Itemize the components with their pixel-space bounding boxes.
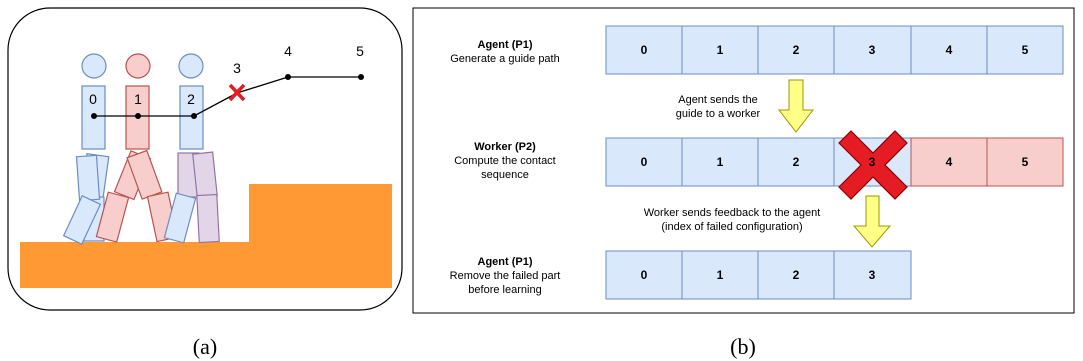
down-arrow-2 — [852, 195, 892, 248]
arrow1-text-line1: Agent sends the — [678, 94, 758, 106]
row2-title: Worker (P2) — [474, 141, 536, 153]
config-label-3: 3 — [233, 60, 241, 76]
row1-cell-label: 1 — [717, 43, 724, 57]
row3-cell-label: 1 — [717, 268, 724, 282]
row1-subtitle: Generate a guide path — [450, 53, 559, 65]
row2-cell-label: 1 — [717, 155, 724, 169]
robot-shin — [196, 193, 220, 244]
arrow1-text-line2: guide to a worker — [676, 108, 761, 120]
path-node — [191, 113, 197, 119]
robot-head — [125, 53, 151, 79]
row1-cells: 0 1 2 3 4 5 — [605, 25, 1064, 75]
failed-cross-icon — [838, 130, 908, 200]
row2-cell-label-failed: 3 — [869, 155, 876, 169]
row1-cell-1 — [681, 25, 759, 75]
path-node — [285, 74, 291, 80]
config-label-0: 0 — [89, 91, 97, 107]
path-node — [135, 113, 141, 119]
row3-cell-3 — [833, 250, 912, 300]
row2-cell-5 — [986, 137, 1064, 187]
down-arrow-1 — [777, 79, 815, 133]
row1-cell-label: 3 — [869, 43, 876, 57]
guide-path — [94, 76, 361, 117]
arrow2-text-line1: Worker sends feedback to the agent — [644, 207, 821, 219]
row3-cell-label: 2 — [793, 268, 800, 282]
robot-shin — [62, 195, 102, 245]
config-label-4: 4 — [284, 43, 292, 59]
robot-thigh — [192, 151, 218, 199]
row1-cell-label: 0 — [641, 43, 648, 57]
row1-cell-5 — [986, 25, 1064, 75]
row3-cell-1 — [681, 250, 759, 300]
row1-cell-3 — [833, 25, 912, 75]
panel-b: Agent (P1) Generate a guide path 0 1 2 3… — [412, 7, 1075, 359]
robot-pose-0 — [62, 53, 110, 245]
robot-thigh — [75, 154, 101, 202]
row1-cell-label: 5 — [1022, 43, 1029, 57]
cross-shape — [838, 130, 908, 200]
arrow2-text-line2: (index of failed configuration) — [661, 221, 802, 233]
row2-cell-1 — [681, 137, 759, 187]
row1-cell-label: 2 — [793, 43, 800, 57]
row3-subtitle-line1: Remove the failed part — [450, 270, 561, 282]
row2-cell-label: 2 — [793, 155, 800, 169]
config-label-1: 1 — [134, 91, 142, 107]
row2-cell-label: 0 — [641, 155, 648, 169]
row2-subtitle-line1: Compute the contact — [454, 155, 556, 167]
row3-subtitle-line2: before learning — [468, 284, 541, 296]
row2-subtitle-line2: sequence — [481, 169, 529, 181]
row3-title: Agent (P1) — [478, 256, 533, 268]
row1-cell-0 — [605, 25, 683, 75]
row3-cell-label: 0 — [641, 268, 648, 282]
row1-cell-label: 4 — [946, 43, 953, 57]
row1-title: Agent (P1) — [478, 39, 533, 51]
cross-stroke — [228, 83, 246, 102]
row2-cell-label: 4 — [946, 155, 953, 169]
row1-cell-4 — [910, 25, 988, 75]
row3-cell-0 — [605, 250, 683, 300]
row3-cells: 0 1 2 3 — [605, 250, 912, 300]
robot-head — [81, 53, 107, 79]
robot-shin — [163, 192, 197, 244]
caption-a: (a) — [193, 334, 217, 359]
row2-cell-2 — [757, 137, 835, 187]
row2-cells: 0 1 2 4 5 3 — [605, 130, 1064, 200]
panel-a: 0 1 2 3 4 5 (a) — [7, 7, 403, 359]
config-label-5: 5 — [356, 43, 364, 59]
row1-cell-2 — [757, 25, 835, 75]
config-label-2: 2 — [187, 91, 195, 107]
robot-pose-2 — [163, 53, 220, 244]
row2-cell-label: 5 — [1022, 155, 1029, 169]
robot-head — [178, 53, 204, 79]
caption-b: (b) — [730, 334, 756, 359]
robot-shin — [95, 191, 130, 243]
path-node — [358, 74, 364, 80]
path-node — [91, 113, 97, 119]
terrain-step — [20, 184, 392, 288]
failed-node-cross — [228, 83, 246, 102]
row3-cell-label: 3 — [869, 268, 876, 282]
row3-cell-2 — [757, 250, 835, 300]
